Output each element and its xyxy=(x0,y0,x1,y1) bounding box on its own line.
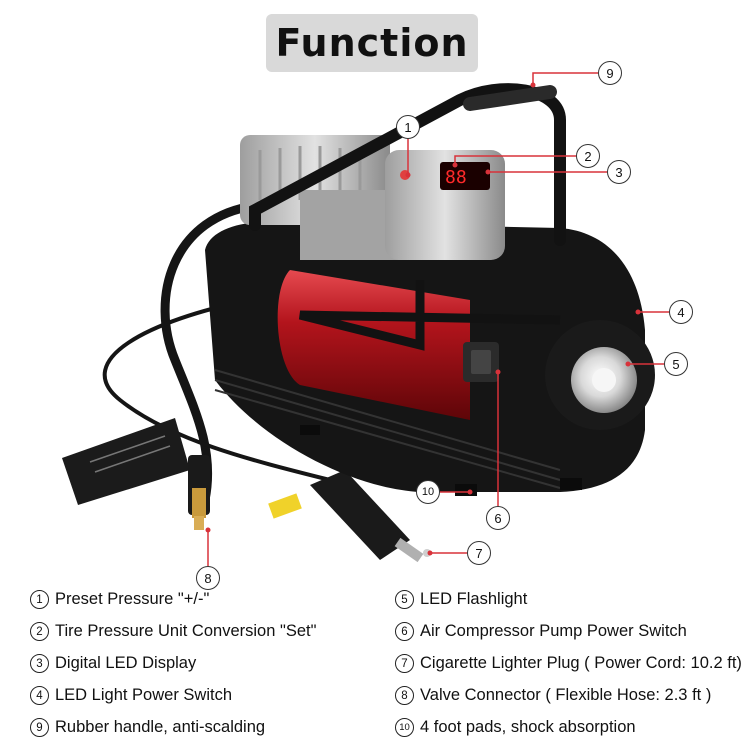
page-title: Function xyxy=(275,21,469,65)
legend-item: 9 Rubber handle, anti-scalding xyxy=(30,718,265,737)
cigarette-plug xyxy=(268,470,431,563)
leader-lines xyxy=(207,72,669,566)
legend-number: 10 xyxy=(395,718,414,737)
callout-2: 2 xyxy=(576,144,600,168)
legend-item: 8 Valve Connector ( Flexible Hose: 2.3 f… xyxy=(395,686,711,705)
legend-item: 2 Tire Pressure Unit Conversion "Set" xyxy=(30,622,316,641)
legend-text: Rubber handle, anti-scalding xyxy=(55,718,266,736)
callout-5: 5 xyxy=(664,352,688,376)
legend-text: LED Light Power Switch xyxy=(55,686,232,704)
callout-10: 10 xyxy=(416,480,440,504)
power-cord xyxy=(102,298,331,482)
product-illustration: 88 xyxy=(62,72,669,566)
air-hose xyxy=(160,200,261,501)
legend-number: 8 xyxy=(395,686,414,705)
legend-number: 1 xyxy=(30,590,49,609)
legend-text: 4 foot pads, shock absorption xyxy=(420,718,636,736)
legend-number: 9 xyxy=(30,718,49,737)
warning-tag xyxy=(62,418,190,505)
legend-number: 2 xyxy=(30,622,49,641)
legend-text: Air Compressor Pump Power Switch xyxy=(420,622,687,640)
legend-item: 7 Cigarette Lighter Plug ( Power Cord: 1… xyxy=(395,654,742,673)
legend-number: 4 xyxy=(30,686,49,705)
callout-8: 8 xyxy=(196,566,220,590)
legend-text: Tire Pressure Unit Conversion "Set" xyxy=(55,622,317,640)
legend-number: 5 xyxy=(395,590,414,609)
legend-number: 7 xyxy=(395,654,414,673)
callout-3: 3 xyxy=(607,160,631,184)
callout-4: 4 xyxy=(669,300,693,324)
legend-item: 5 LED Flashlight xyxy=(395,590,527,609)
legend-text: Valve Connector ( Flexible Hose: 2.3 ft … xyxy=(420,686,712,704)
legend-item: 6 Air Compressor Pump Power Switch xyxy=(395,622,687,641)
legend-item: 3 Digital LED Display xyxy=(30,654,196,673)
legend-text: Preset Pressure "+/-" xyxy=(55,590,210,608)
title-banner: Function xyxy=(266,14,478,72)
svg-text:88: 88 xyxy=(445,167,467,188)
legend-item: 10 4 foot pads, shock absorption xyxy=(395,718,636,737)
callout-9: 9 xyxy=(598,61,622,85)
callout-1: 1 xyxy=(396,115,420,139)
callout-7: 7 xyxy=(467,541,491,565)
valve-connector xyxy=(188,455,210,530)
legend-text: Cigarette Lighter Plug ( Power Cord: 10.… xyxy=(420,654,742,672)
legend-item: 1 Preset Pressure "+/-" xyxy=(30,590,209,609)
legend-text: LED Flashlight xyxy=(420,590,528,608)
legend-text: Digital LED Display xyxy=(55,654,197,672)
callout-6: 6 xyxy=(486,506,510,530)
legend-number: 3 xyxy=(30,654,49,673)
legend-item: 4 LED Light Power Switch xyxy=(30,686,232,705)
legend-number: 6 xyxy=(395,622,414,641)
